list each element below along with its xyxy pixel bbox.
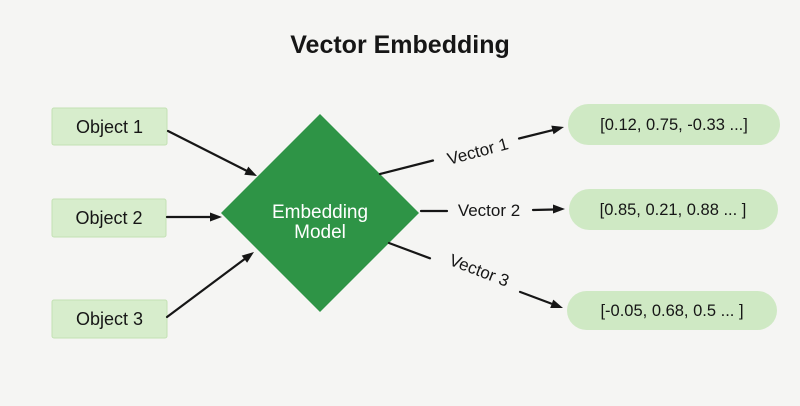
vector-value-pill [569,189,778,230]
arrow-line [378,159,435,176]
vector-value-text: [0.12, 0.75, -0.33 ...] [600,116,748,134]
vector-value-pill [568,104,780,145]
arrowhead-icon [241,252,254,263]
arrow-object1-to-model [166,129,257,176]
arrowhead-icon [551,125,564,135]
arrow-model-to-vector1 [378,125,564,176]
arrowhead-icon [550,299,563,308]
arrow-line [518,290,553,305]
vector-value-pill [567,291,777,330]
arrow-line [517,129,555,140]
arrowhead-icon [210,212,222,222]
vector1-edge-label: Vector 1 [445,134,510,168]
arrow-object3-to-model [165,252,254,319]
embedding-model-node: Embedding Model [221,114,419,312]
arrow-line [165,256,248,319]
object-box [51,198,167,238]
object-node-3: Object 3 [51,299,168,339]
object-label: Object 2 [75,208,142,228]
vector-value-text: [-0.05, 0.68, 0.5 ... ] [600,302,743,320]
model-label-line2: Model [294,222,346,243]
object-node-2: Object 2 [51,198,167,238]
arrowhead-icon [553,204,565,214]
arrow-line [531,208,556,212]
vector3-edge-label: Vector 3 [447,250,512,290]
vector-value-node-3: [-0.05, 0.68, 0.5 ... ] [567,291,777,330]
vector-value-node-1: [0.12, 0.75, -0.33 ...] [568,104,780,145]
arrow-object2-to-model [165,212,222,222]
arrow-line [166,129,249,173]
arrow-model-to-vector3 [387,241,563,308]
object-label: Object 1 [76,117,143,137]
model-label-line1: Embedding [272,202,368,223]
vector-value-node-2: [0.85, 0.21, 0.88 ... ] [569,189,778,230]
vector2-edge-label: Vector 2 [458,201,520,220]
object-box [51,107,168,146]
object-box [51,299,168,339]
vector-value-text: [0.85, 0.21, 0.88 ... ] [600,201,747,219]
arrowhead-icon [244,166,257,176]
arrow-model-to-vector2 [419,204,565,214]
object-node-1: Object 1 [51,107,168,146]
object-label: Object 3 [76,309,143,329]
diamond-shape [221,114,419,312]
arrow-line [387,241,432,260]
diagram-title: Vector Embedding [290,31,509,59]
